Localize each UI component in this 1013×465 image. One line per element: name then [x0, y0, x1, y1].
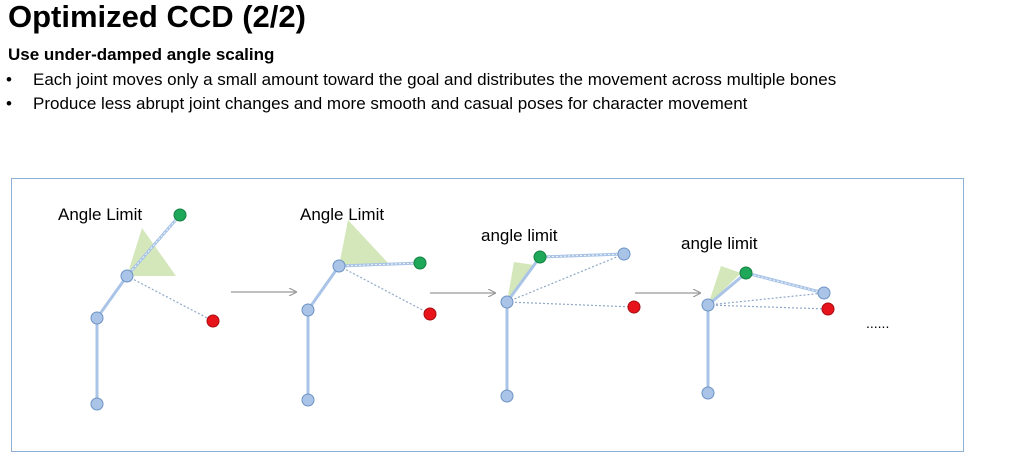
slide-title: Optimized CCD (2/2) [8, 0, 306, 34]
bullet-item: • Each joint moves only a small amount t… [4, 68, 836, 92]
target [821, 302, 835, 316]
ccd-step-2: Angle Limit [300, 205, 437, 407]
bone-guide [338, 262, 421, 267]
joint [120, 269, 134, 283]
joint [500, 295, 514, 309]
bone [707, 271, 747, 307]
end-effector [533, 250, 547, 264]
end-effector [413, 256, 427, 270]
bullet-text: Each joint moves only a small amount tow… [33, 70, 837, 89]
bone-guide [126, 214, 181, 277]
angle-limit-label: angle limit [681, 234, 758, 253]
angle-limit-label: angle limit [481, 226, 558, 245]
bone [539, 252, 625, 259]
joint [301, 393, 315, 407]
joint [90, 311, 104, 325]
joint [90, 397, 104, 411]
angle-limit-cone [708, 266, 741, 305]
target-guide-line [506, 253, 625, 303]
joint [817, 286, 831, 300]
angle-limit-label: Angle Limit [58, 205, 142, 224]
bone [306, 265, 341, 311]
bullet-marker: • [6, 94, 12, 113]
joint [617, 247, 631, 261]
bone-guide [745, 272, 825, 294]
angle-limit-label: Angle Limit [300, 205, 384, 224]
slide-subtitle: Use under-damped angle scaling [8, 45, 275, 64]
joint [701, 298, 715, 312]
ccd-step-1: Angle Limit [58, 205, 220, 411]
target-guide-line [338, 265, 431, 315]
bullet-list: • Each joint moves only a small amount t… [4, 68, 836, 116]
target-guide-line [506, 301, 635, 308]
target-guide-line [126, 275, 214, 322]
ccd-step-3: angle limit [481, 226, 641, 403]
angle-limit-cone [339, 220, 389, 266]
end-effector [173, 208, 187, 222]
bullet-marker: • [6, 70, 12, 89]
joint [701, 386, 715, 400]
bone [505, 256, 542, 303]
bullet-text: Produce less abrupt joint changes and mo… [33, 94, 748, 113]
joint [301, 303, 315, 317]
bone [95, 275, 129, 319]
target [627, 300, 641, 314]
target [423, 307, 437, 321]
target [206, 314, 220, 328]
diagram-frame [11, 178, 964, 452]
target-guide-line [707, 292, 825, 306]
joint [332, 259, 346, 273]
bullet-item: • Produce less abrupt joint changes and … [4, 92, 836, 116]
end-effector [739, 266, 753, 280]
ccd-step-4: angle limit [681, 234, 835, 400]
continuation-ellipsis: ...... [866, 315, 889, 331]
target-guide-line [707, 304, 829, 310]
joint [500, 389, 514, 403]
